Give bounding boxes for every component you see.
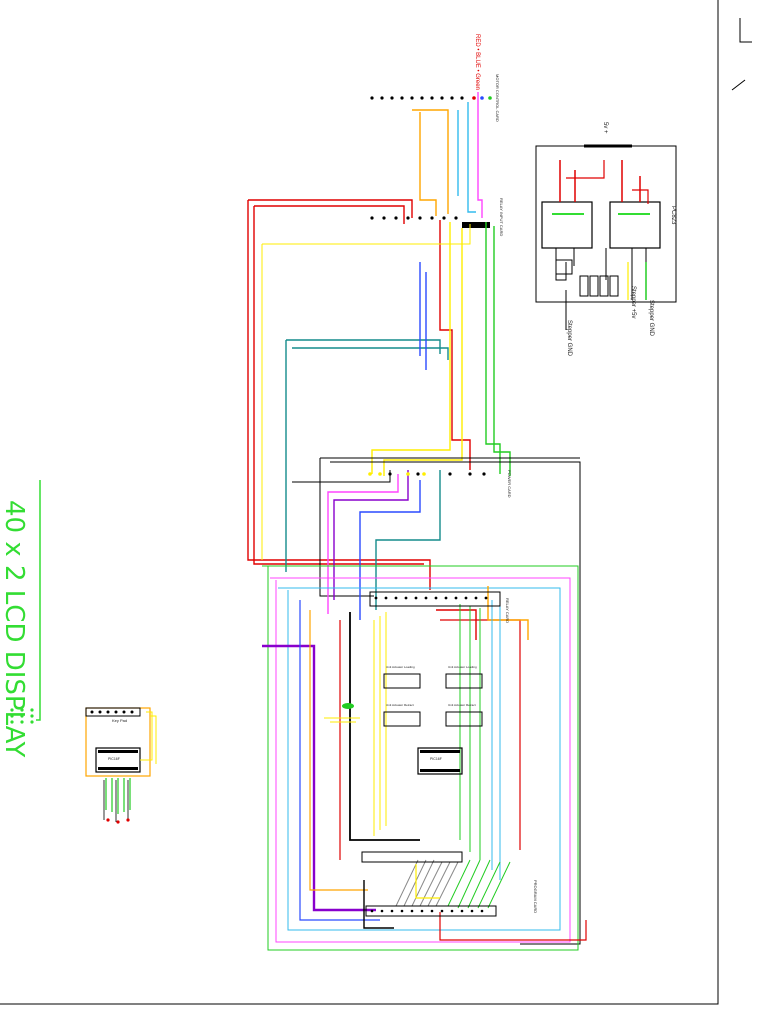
stepper-gnd-left: Stepper GND [566,320,572,357]
relay3-label: Unit Actuator Retract [386,703,414,707]
power-card: POWER CARD [320,457,580,498]
pic1-label: PIC16F [108,757,120,761]
page-frame [0,0,752,1005]
program-card-label: PROGRAM CARD [533,880,538,913]
stepper-5v: Stepper +5v [630,286,636,319]
relay4-label: Unit Actuator Retract [448,703,476,707]
relay-input-label: RELAY INPUT CARD [499,198,504,236]
stepper-gnd-right: Stepper GND [648,300,654,337]
motor-card-label: MOTOR CONTROL CARD [495,74,500,122]
pic2-label: PIC16F [430,757,442,761]
relay1-label: Unit Actuator Loading [386,665,415,669]
lcd-display: 40 x 2 LCD DISPLAY [0,480,41,757]
pc823-label: PC823 [670,206,676,225]
wires [247,92,587,951]
pc823-block: 5v + PC823 Stepper GND Stepper +5v Stepp… [535,122,677,357]
motor-rgb-label: RED • BLUE • Green [474,34,480,90]
relay-input-card: RELAY INPUT CARD [370,198,504,236]
relay-card: RELAY CARD Unit Actuator Loading Unit Ac… [324,591,510,775]
relay-card-label: RELAY CARD [505,598,510,623]
supply-label: 5v + [602,122,608,134]
power-card-label: POWER CARD [507,470,512,498]
lcd-label: 40 x 2 LCD DISPLAY [0,500,29,757]
relay2-label: Unit Actuator Loading [448,665,477,669]
keypad-label: Key Pad [112,718,127,723]
motor-control-card: RED • BLUE • Green MOTOR CONTROL CARD [370,34,500,122]
keypad-module: Key Pad [85,707,157,824]
program-card: PROGRAM CARD [361,851,538,917]
